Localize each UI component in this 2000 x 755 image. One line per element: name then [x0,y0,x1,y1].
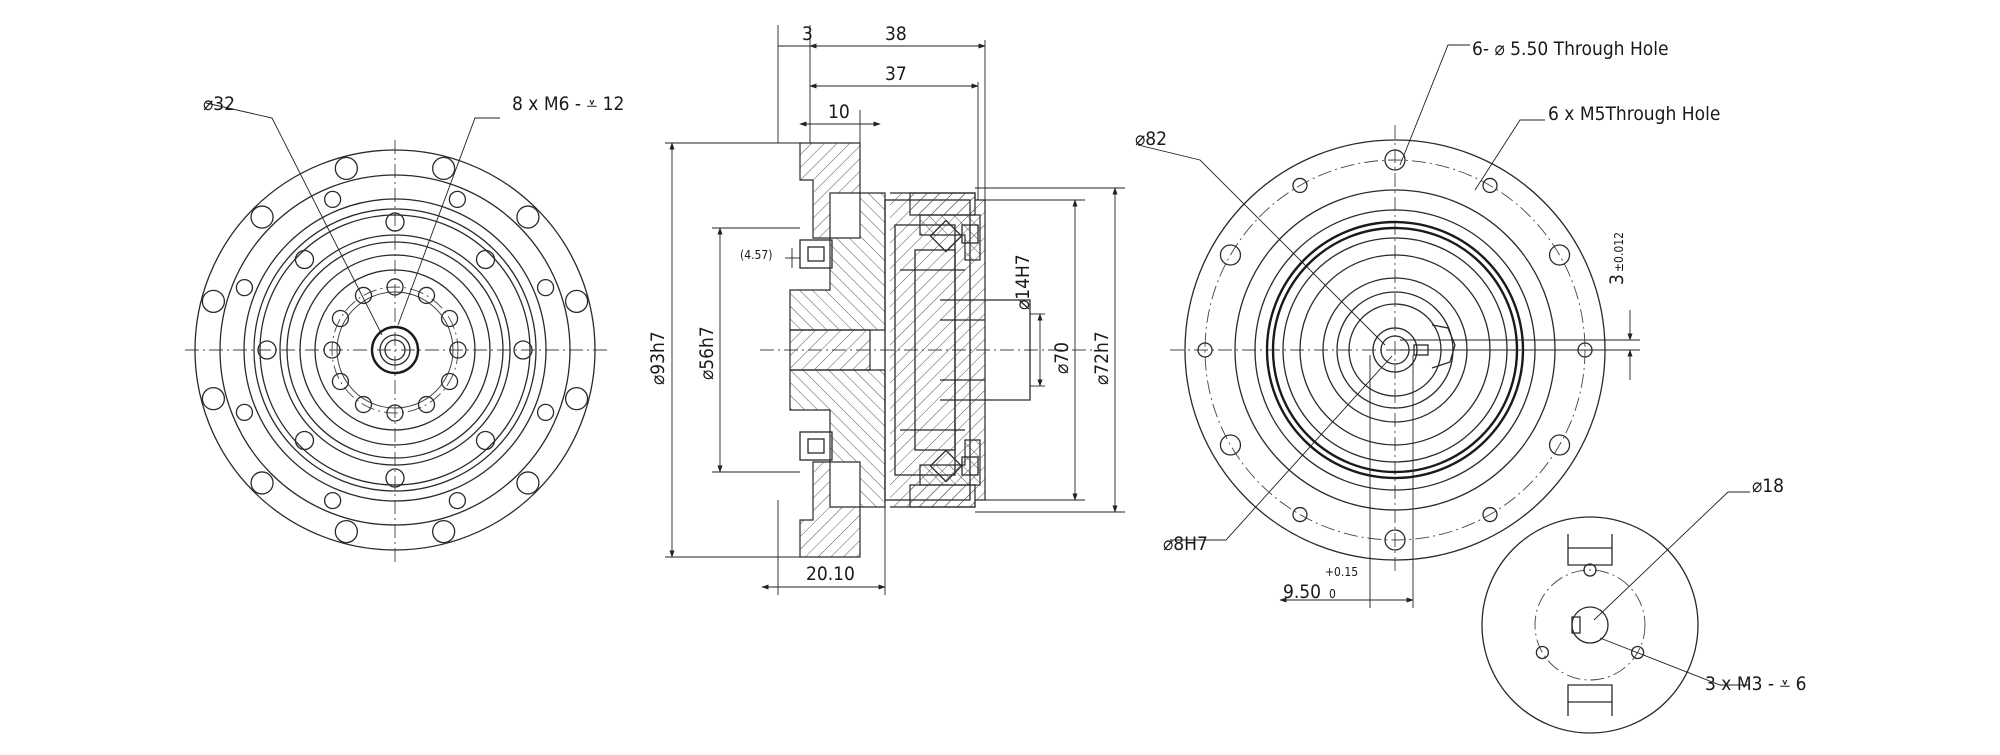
dim-14h7-label: ⌀14H7 [1012,254,1034,310]
hex-bolt [294,430,315,451]
inner-hole [386,404,404,422]
dim-93h7-label: ⌀93h7 [647,331,669,385]
m5-hole [1197,342,1213,358]
mount-hole [536,278,555,297]
flange-hole [250,471,274,495]
mount-hole [323,190,342,209]
mount-hole [448,491,467,510]
hex-bolt [475,430,496,451]
through-hole-m5-label: 6 x M5Through Hole [1548,103,1720,125]
inner-hole [440,372,459,391]
through-hole [1384,149,1406,171]
hex-bolt [475,249,496,270]
dim-3-label: 3 [802,23,813,45]
dim-37-label: 37 [885,63,907,85]
through-hole [1219,434,1242,456]
flange-hole [432,519,456,544]
flange-hole [250,205,274,229]
dim-457-label: (4.57) [740,248,772,262]
m5-hole [1482,506,1498,523]
through-hole [1384,529,1406,551]
dim-950-label: 9.50 [1283,581,1321,603]
inner-hole [449,341,467,359]
bolt-callout-label: 8 x M6 - ⩡ 12 [512,93,624,115]
dim-2010-label: 20.10 [806,563,855,585]
rear-view [1137,44,1640,608]
inner-hole [331,309,350,328]
through-hole-550-label: 6- ⌀ 5.50 Through Hole [1472,38,1669,60]
flange-hole [432,156,456,181]
dia-82-label: ⌀82 [1135,128,1167,150]
mount-hole [235,403,254,422]
flange-hole [516,471,540,495]
mount-hole [448,190,467,209]
mount-hole [536,403,555,422]
tol-0012-label: ±0.012 [1612,232,1626,272]
tol-zero-label: 0 [1329,587,1336,601]
hex-bolt [257,340,277,360]
dia-32-label: ⌀32 [203,93,235,115]
hex-bolt [385,212,405,232]
m3-hole [1535,645,1550,660]
flange-hole [564,387,589,411]
m5-hole [1482,177,1498,194]
dim-72h7-label: ⌀72h7 [1091,331,1113,385]
dim-38-label: 38 [885,23,907,45]
inner-hole [417,395,436,414]
front-view [185,102,610,565]
inner-hole [440,309,459,328]
hex-bolt [513,340,533,360]
inner-hole [331,372,350,391]
m5-hole [1292,506,1308,523]
dia-18-label: ⌀18 [1752,475,1784,497]
dim-10-label: 10 [828,101,850,123]
dim-56h7-label: ⌀56h7 [696,326,718,380]
mount-hole [323,491,342,510]
dim-3-tol-label: 3 [1606,274,1628,285]
inner-hole [386,278,404,296]
through-hole [1219,244,1242,266]
flange-hole [201,387,226,411]
through-hole [1548,434,1571,456]
inner-hole [323,341,341,359]
inner-hole [354,395,373,414]
section-view [665,25,1125,595]
hex-bolt [385,468,405,488]
through-hole [1548,244,1571,266]
m3-hole [1630,645,1645,660]
flange-hole [564,289,589,313]
m3-callout-label: 3 x M3 - ⩡ 6 [1705,673,1807,695]
flange-hole [516,205,540,229]
flange-hole [201,289,226,313]
inner-hole [354,286,373,305]
dim-70-label: ⌀70 [1051,342,1073,374]
inner-hole [417,286,436,305]
flange-hole [334,156,358,181]
mount-hole [235,278,254,297]
m5-hole [1292,177,1308,194]
tol-plus-label: +0.15 [1325,565,1358,579]
hex-bolt [294,249,315,270]
m3-hole [1583,563,1597,577]
dia-8h7-label: ⌀8H7 [1163,533,1208,555]
detail-view [1481,491,1750,734]
flange-hole [334,519,358,544]
